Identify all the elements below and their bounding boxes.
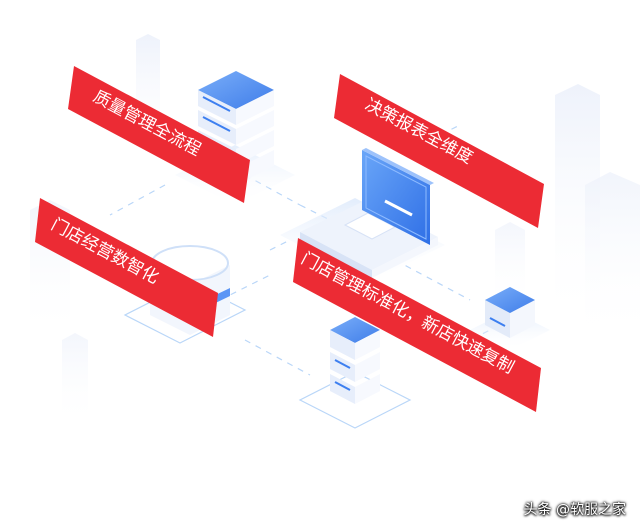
server-stack-bottom [298,317,412,429]
server-cube-right [470,287,550,350]
laptop [280,148,445,282]
watermark: 头条 @软服之家 [523,502,626,518]
